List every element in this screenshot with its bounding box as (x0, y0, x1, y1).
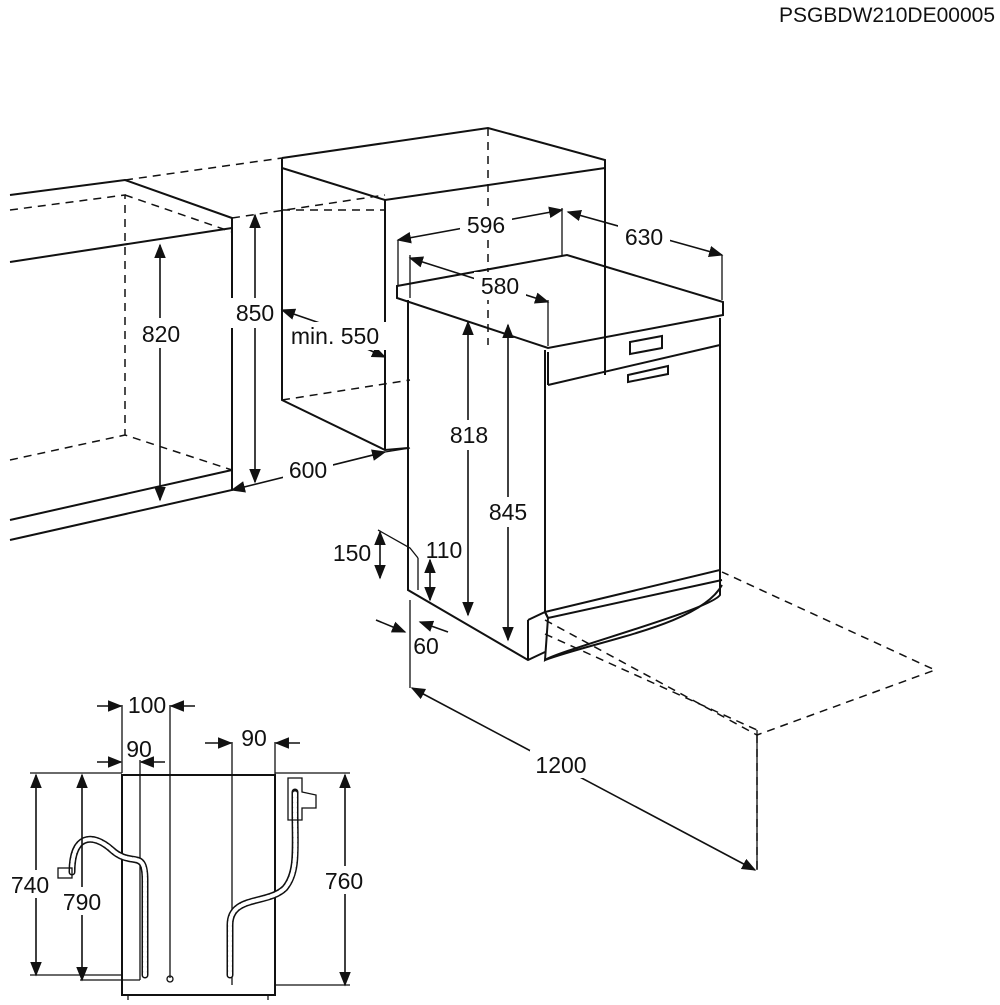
dim-min-depth: min. 550 (291, 323, 379, 349)
dim-rear-100: 100 (128, 692, 166, 718)
dim-rear-90-left: 90 (126, 736, 152, 762)
dim-rear-90-right: 90 (241, 725, 267, 751)
dim-cabinet-height: 850 (236, 300, 274, 326)
inlet-valve (287, 777, 317, 821)
dim-appliance-depth: 630 (625, 224, 663, 250)
dim-plinth-150: 150 (333, 540, 371, 566)
dim-foot-60: 60 (413, 633, 439, 659)
dim-appliance-width: 596 (467, 212, 505, 238)
dim-rear-740: 740 (11, 872, 49, 898)
dim-total-height: 845 (489, 499, 527, 525)
dim-rear-760: 760 (325, 868, 363, 894)
document-code: PSGBDW210DE00005 (779, 4, 995, 27)
dishwasher (396, 253, 937, 870)
dim-rear-790: 790 (63, 889, 101, 915)
dim-plinth-110: 110 (426, 537, 463, 563)
rear-view (30, 705, 350, 1000)
inlet-hose (226, 777, 317, 979)
upper-cabinet (281, 126, 606, 452)
dim-door-open-depth: 1200 (535, 752, 586, 778)
door-handle (627, 364, 669, 384)
control-panel-display (629, 334, 663, 356)
dim-niche-depth: 600 (289, 457, 327, 483)
dim-niche-height: 820 (142, 321, 180, 347)
drain-outlet-point (166, 975, 174, 983)
dim-body-height: 818 (450, 422, 488, 448)
dim-top-width: 580 (481, 273, 519, 299)
